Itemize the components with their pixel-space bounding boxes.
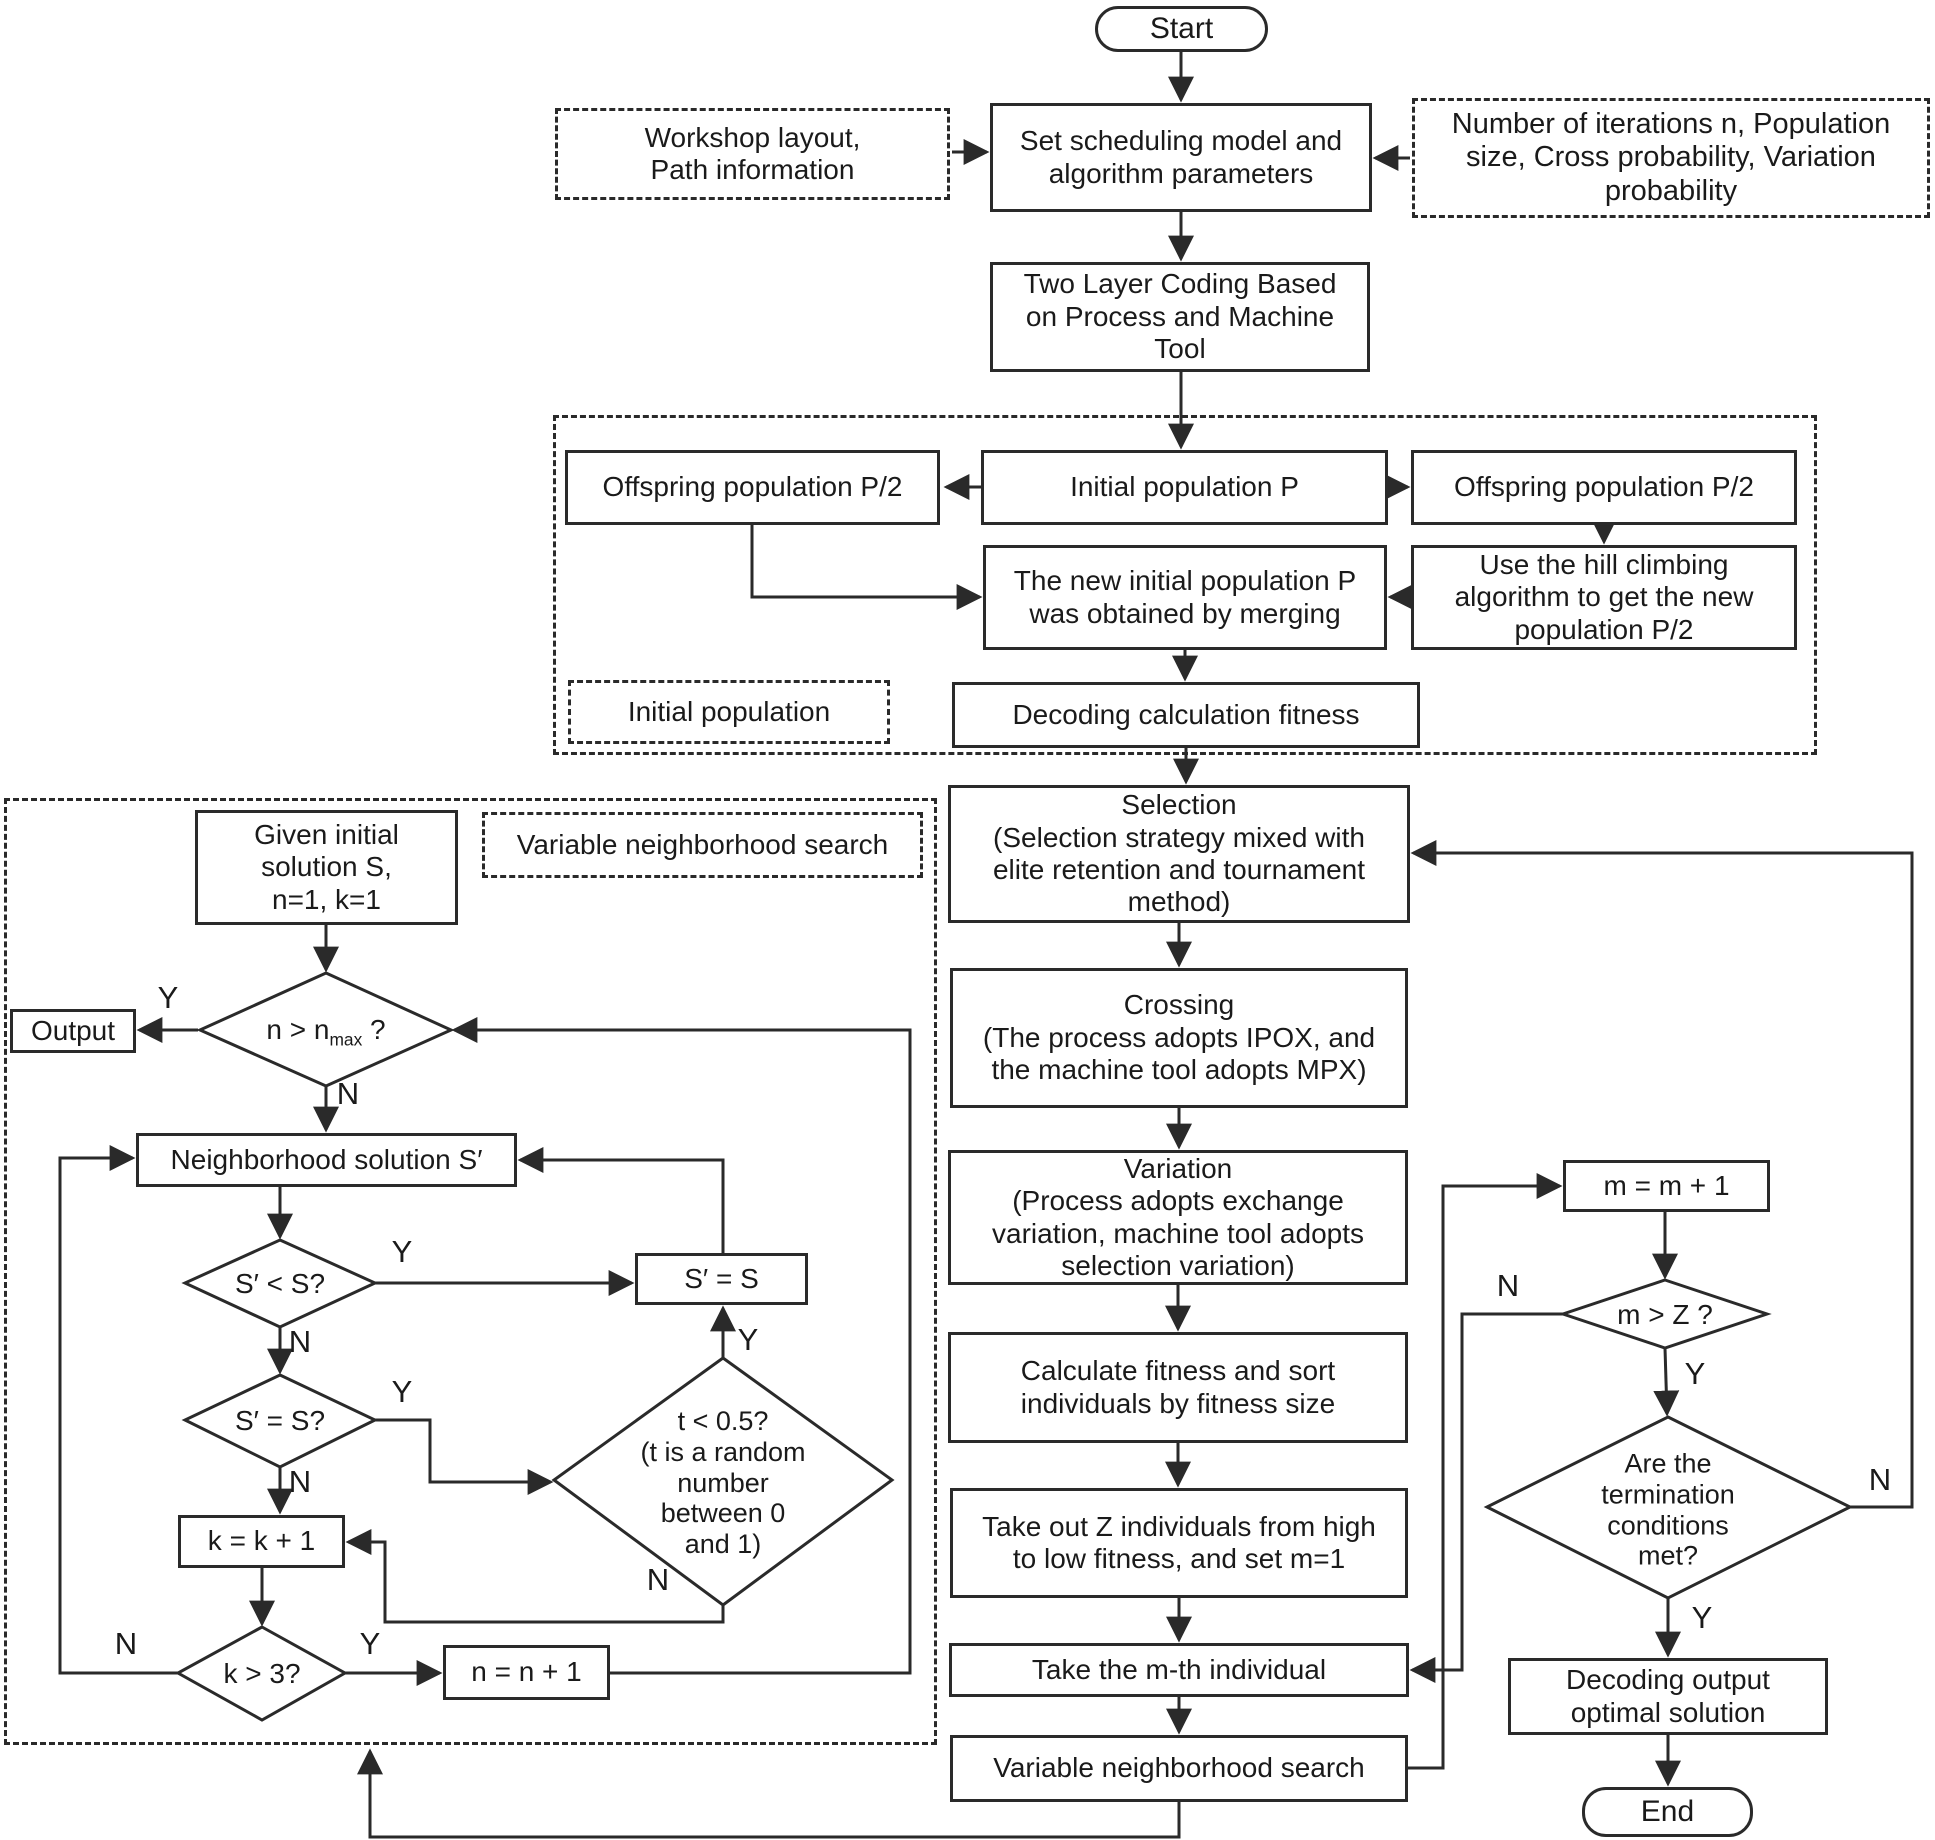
nmax-label-pre: n > n: [266, 1013, 330, 1045]
branch-label-yes: Y: [359, 1626, 381, 1661]
termination-diamond-label: Are the termination conditions met?: [1601, 1448, 1735, 1571]
branch-label-no: N: [336, 1076, 360, 1111]
branch-label-no: N: [646, 1562, 670, 1597]
nmax-label-post: ?: [362, 1013, 386, 1045]
branch-label-no: N: [1496, 1268, 1520, 1303]
neighborhood-solution-box: Neighborhood solution S′: [136, 1133, 517, 1187]
branch-label-yes: Y: [737, 1322, 759, 1357]
initial-population-group-label: Initial population: [568, 680, 890, 744]
take-mth-individual-box: Take the m-th individual: [949, 1643, 1409, 1697]
given-initial-solution-box: Given initial solution S, n=1, k=1: [195, 810, 458, 925]
branch-label-no: N: [114, 1626, 138, 1661]
offspring-population-left-box: Offspring population P/2: [565, 450, 940, 525]
s-assign-box: S′ = S: [635, 1253, 808, 1305]
start-terminator: Start: [1095, 6, 1268, 52]
t-random-diamond-label: t < 0.5? (t is a random number between 0…: [640, 1406, 806, 1560]
n-gt-nmax-diamond-label: n > nmax ?: [266, 1014, 385, 1050]
arrow-sassign-to-neighborhood: [517, 1147, 725, 1253]
vns-group-label: Variable neighborhood search: [482, 812, 923, 878]
decoding-fitness-box: Decoding calculation fitness: [952, 682, 1420, 748]
s-lt-s-diamond: [181, 1238, 379, 1329]
termination-diamond: [1483, 1415, 1854, 1600]
algorithm-parameters-box: Number of iterations n, Population size,…: [1412, 98, 1930, 218]
arrow-t-no-to-kinc: [345, 1529, 725, 1624]
hill-climbing-box: Use the hill climbing algorithm to get t…: [1411, 545, 1797, 650]
variable-neighborhood-search-box: Variable neighborhood search: [950, 1735, 1408, 1802]
k-gt-3-diamond-label: k > 3?: [223, 1658, 301, 1690]
arrow-termination-no-to-selection: [1410, 840, 1914, 1509]
m-gt-z-diamond: [1558, 1278, 1772, 1350]
branch-label-yes: Y: [1691, 1600, 1713, 1635]
arrow-offspring-left-to-merge: [750, 525, 983, 610]
s-lt-s-diamond-label: S′ < S?: [234, 1268, 326, 1300]
k-gt-3-diamond: [174, 1625, 349, 1722]
s-eq-s-diamond: [181, 1373, 379, 1469]
k-increment-box: k = k + 1: [178, 1515, 345, 1568]
offspring-population-right-box: Offspring population P/2: [1411, 450, 1797, 525]
selection-box: Selection (Selection strategy mixed with…: [948, 785, 1410, 923]
m-gt-z-diamond-label: m > Z ?: [1617, 1299, 1713, 1331]
two-layer-coding-box: Two Layer Coding Based on Process and Ma…: [990, 262, 1370, 372]
arrow-ninc-to-nmax: [451, 1017, 912, 1675]
decoding-output-box: Decoding output optimal solution: [1508, 1658, 1828, 1735]
s-eq-s-diamond-label: S′ = S?: [234, 1405, 326, 1437]
arrow-mgtz-no-to-takem: [1409, 1312, 1563, 1683]
branch-label-no: N: [288, 1464, 312, 1499]
nmax-label-sub: max: [329, 1029, 363, 1050]
t-random-diamond: [551, 1356, 895, 1607]
initial-population-p-box: Initial population P: [981, 450, 1388, 525]
branch-label-no: N: [288, 1324, 312, 1359]
crossing-box: Crossing (The process adopts IPOX, and t…: [950, 968, 1408, 1108]
flow-arrows: [58, 52, 1914, 1839]
branch-label-yes: Y: [391, 1234, 413, 1269]
end-terminator: End: [1582, 1787, 1753, 1837]
set-parameters-box: Set scheduling model and algorithm param…: [990, 103, 1372, 212]
workshop-input-box: Workshop layout, Path information: [555, 108, 950, 200]
variation-box: Variation (Process adopts exchange varia…: [948, 1150, 1408, 1285]
calculate-fitness-sort-box: Calculate fitness and sort individuals b…: [948, 1332, 1408, 1443]
merged-population-box: The new initial population P was obtaine…: [983, 545, 1387, 650]
branch-label-yes: Y: [391, 1374, 413, 1409]
arrow-vns-to-vns-group: [357, 1748, 1181, 1839]
arrow-vns-to-minc: [1408, 1173, 1563, 1770]
branch-label-no: N: [1868, 1462, 1892, 1497]
arrow-kgt3-no-to-neighborhood: [58, 1145, 178, 1675]
branch-label-yes: Y: [1684, 1356, 1706, 1391]
decision-diamonds: [174, 971, 1854, 1722]
take-z-individuals-box: Take out Z individuals from high to low …: [950, 1488, 1408, 1598]
arrow-seq-yes-to-t: [375, 1418, 554, 1495]
branch-label-yes: Y: [157, 980, 179, 1015]
arrow-mgtz-yes-to-termination: [1653, 1347, 1680, 1417]
n-increment-box: n = n + 1: [443, 1645, 610, 1700]
n-gt-nmax-diamond: [196, 971, 455, 1088]
m-increment-box: m = m + 1: [1563, 1160, 1770, 1212]
output-box: Output: [10, 1009, 136, 1053]
variable-neighborhood-search-group-container: [4, 798, 937, 1745]
